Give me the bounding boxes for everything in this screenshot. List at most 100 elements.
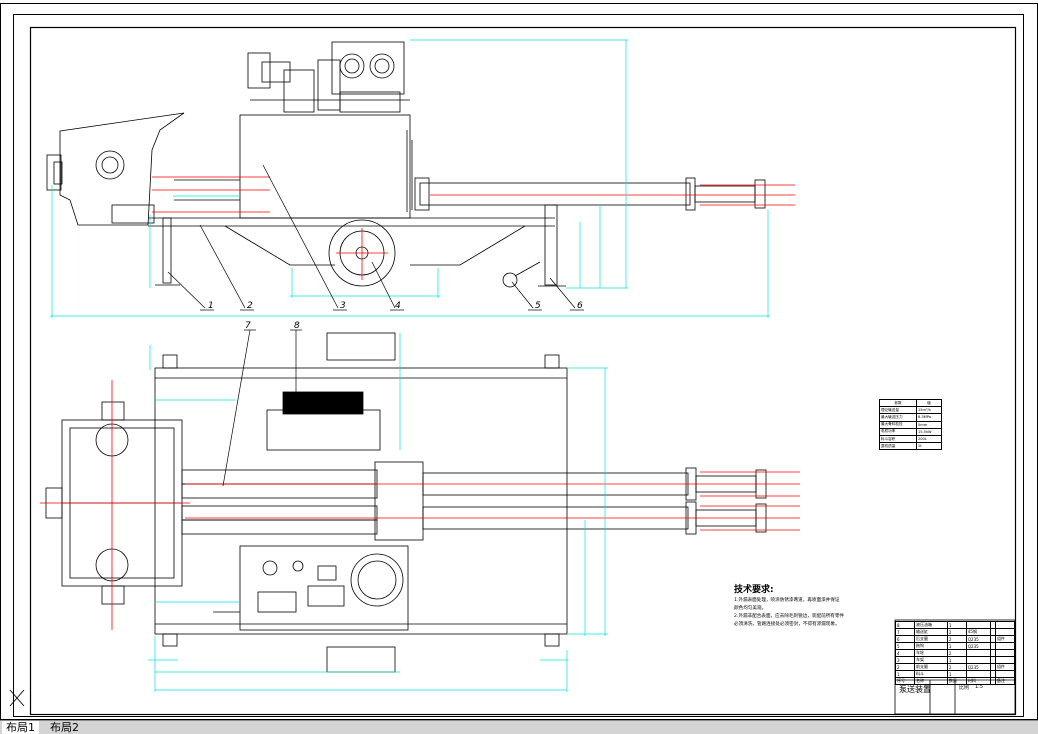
table-row: 理论输送量 15m³/h — [879, 406, 943, 415]
bom-cell: 2 — [946, 628, 967, 636]
valve-block — [247, 52, 271, 89]
bom-cell: 序号 — [894, 677, 916, 685]
bom-cell: 组件 — [994, 635, 1016, 643]
bom-cell: 8 — [894, 621, 916, 629]
param-name: 最大骨料粒径 — [879, 420, 917, 429]
table-row: 料斗容积 200L — [879, 434, 943, 444]
bom-cell: 7 — [894, 628, 916, 636]
notes-line: 1.外漏表面处理，喷涂防锈漆两道，再喷面漆并保证 — [734, 598, 840, 603]
bom-cell: 拖钩 — [914, 642, 948, 650]
bom-cell: 1 — [894, 670, 916, 678]
gauge-left — [339, 53, 365, 79]
bom-cell: 料斗 — [914, 670, 948, 678]
motor-housing — [331, 41, 405, 95]
control-panel — [239, 545, 409, 631]
bom-cell: 6 — [894, 635, 916, 643]
table-row: 电机功率 15.5kW — [879, 427, 943, 436]
notes-title: 技术要求: — [734, 585, 774, 595]
bom-cell: Q235 — [965, 642, 991, 650]
bom-cell: Q235 — [965, 663, 991, 671]
bom-cell: 45钢 — [965, 628, 991, 636]
notes-line: 2.外漏非配合表面，应去除毛刺锐边，装配前所有零件 — [734, 614, 845, 619]
bom-cell: 前支腿 — [914, 663, 948, 671]
plan-view — [45, 332, 767, 673]
table-row: 序号名称数量材料备注 — [894, 677, 1016, 685]
bom-cell: 后支腿 — [914, 635, 948, 643]
param-name: 理论输送量 — [879, 406, 917, 415]
wheel — [328, 219, 396, 287]
leader-label-2: 2 — [247, 301, 253, 311]
leader-label-4: 4 — [395, 301, 401, 311]
leader-label-5: 5 — [535, 301, 541, 311]
tab-layout-2[interactable]: 布局2 — [50, 721, 79, 734]
bom-cell: 备注 — [994, 677, 1016, 685]
bom-cell: 组件 — [994, 663, 1016, 671]
bom-cell — [989, 677, 996, 685]
bom-cell — [965, 621, 991, 629]
param-value: 6.3MPa — [915, 413, 943, 422]
bom-cell: 车轮 — [914, 649, 948, 657]
ucs-marker — [9, 689, 25, 707]
leaders-side — [167, 164, 584, 311]
parameter-table: 参数 值 理论输送量 15m³/h 最大输送压力 6.3MPa 最大骨料粒径 5… — [879, 398, 943, 451]
bom-cell: Q235 — [965, 635, 991, 643]
bom-cell: 2 — [946, 635, 967, 643]
rear-leg — [544, 204, 558, 286]
drawing-title: 泵送装置 — [899, 685, 931, 694]
leader-label-6: 6 — [577, 301, 583, 311]
bom-cell: 1 — [946, 642, 967, 650]
table-row: 最大骨料粒径 5mm — [879, 420, 943, 429]
table-row: 整机质量 2t — [879, 442, 943, 451]
wheel-plan-bottom — [326, 646, 396, 673]
delivery-pipe-side — [419, 182, 691, 206]
param-value: 15.5kW — [915, 427, 943, 436]
tow-hook — [502, 272, 518, 288]
bom-cell — [994, 642, 1016, 650]
param-name: 料斗容积 — [879, 434, 917, 444]
param-header-value: 值 — [915, 398, 943, 408]
bom-cell: 1 — [946, 621, 967, 629]
distribution-block — [374, 461, 424, 541]
title-block: 泵送装置 比例 1:5 — [895, 682, 1015, 714]
bom-cell — [965, 656, 991, 664]
param-value: 200L — [915, 434, 943, 444]
bom-cell: 车架 — [914, 656, 948, 664]
leader-label-1: 1 — [208, 301, 214, 311]
bom-cell: 数量 — [946, 677, 967, 685]
chassis-plan — [154, 367, 568, 635]
tab-layout-1[interactable]: 布局1 — [2, 721, 39, 734]
param-name: 最大输送压力 — [879, 413, 917, 422]
plan-view-dimensions — [148, 333, 608, 692]
side-view — [46, 41, 766, 288]
bom-cell: 液压油箱 — [914, 621, 948, 629]
oil-tank — [239, 114, 411, 219]
bom-cell: 1 — [946, 670, 967, 678]
bom-cell: 2 — [946, 649, 967, 657]
oil-tank-plan — [266, 409, 381, 451]
bom-cell — [994, 670, 1016, 678]
cooler-fins — [282, 391, 364, 415]
param-header-name: 参数 — [879, 398, 917, 408]
scale-label: 比例 — [959, 685, 970, 691]
param-value: 2t — [915, 442, 943, 451]
scale-value: 1:5 — [975, 684, 984, 690]
notes-line: 必须清洗，管路连接处必须密封，不得有渗漏现象。 — [734, 622, 840, 627]
hopper — [59, 112, 185, 226]
front-leg — [162, 217, 172, 284]
bom-cell: 2 — [894, 663, 916, 671]
layout-tab-bar: 布局1 布局2 — [0, 720, 1038, 734]
bom-cell: 1 — [946, 656, 967, 664]
wheel-plan-top — [326, 332, 396, 361]
bom-cell — [994, 656, 1016, 664]
bom-cell — [965, 670, 991, 678]
bom-cell: 3 — [894, 656, 916, 664]
bom-cell — [994, 628, 1016, 636]
